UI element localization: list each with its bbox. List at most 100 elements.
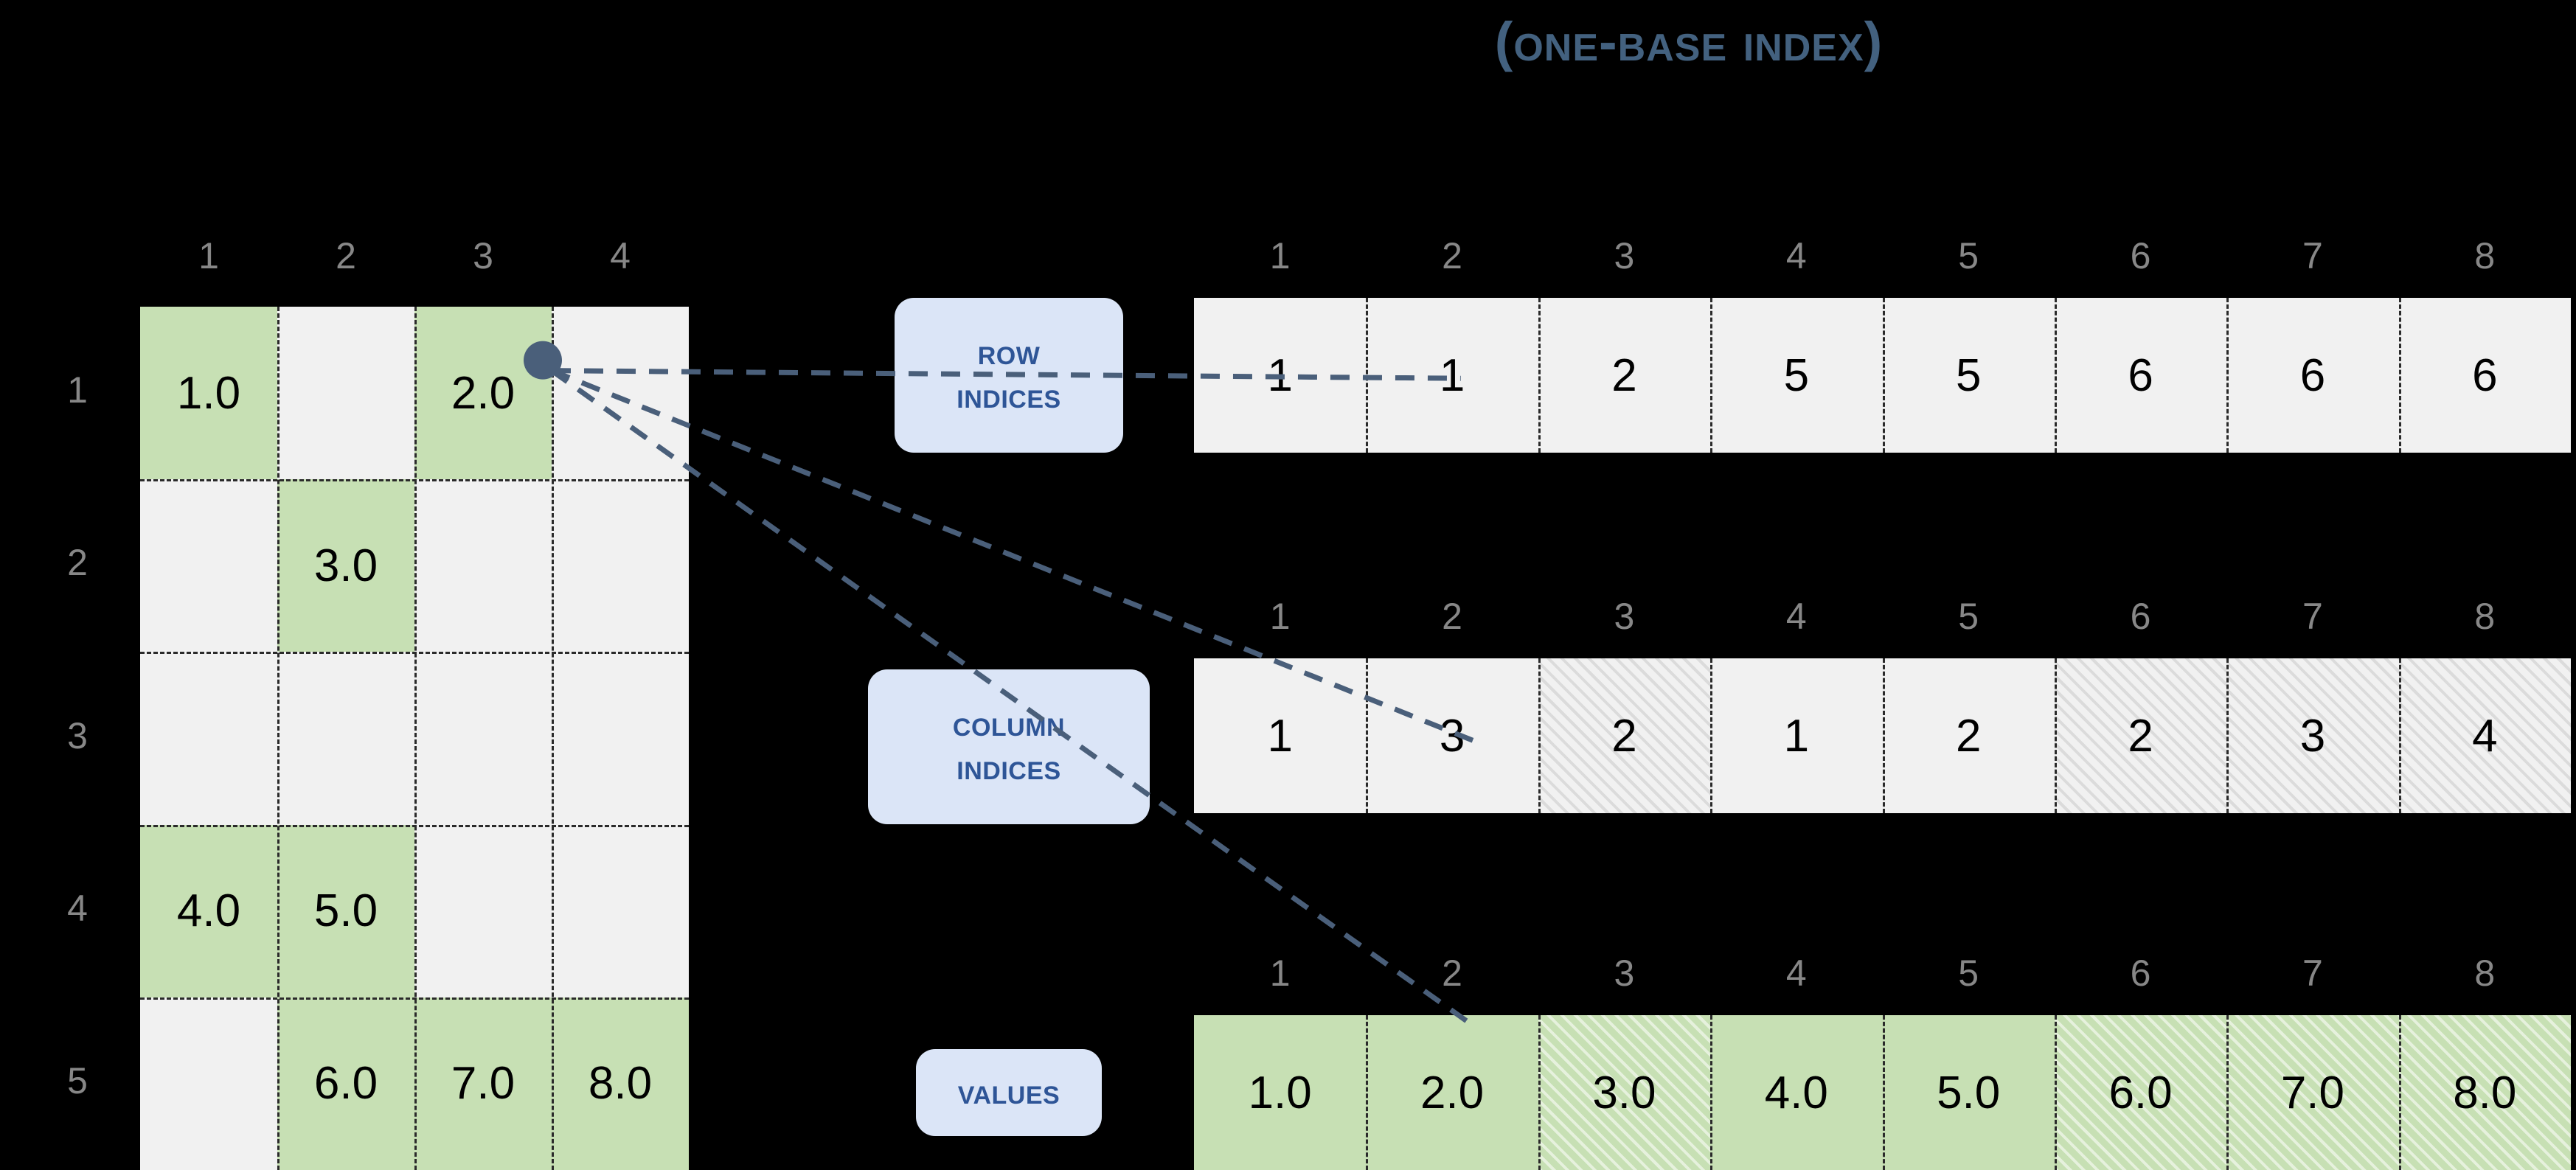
array-cell-column-indices[interactable]: 3: [1366, 658, 1538, 813]
array-cell-divider: [1366, 658, 1369, 813]
matrix-row-header-3: 3: [67, 714, 88, 756]
array-cell-column-indices[interactable]: 1: [1710, 658, 1883, 813]
array-index-header-row-indices-8: 8: [2474, 235, 2496, 276]
matrix-row-header-1: 1: [67, 369, 88, 411]
array-cell-divider: [1538, 1015, 1541, 1170]
matrix-column-divider: [277, 307, 280, 1170]
array-cell-values[interactable]: 1.0: [1194, 1015, 1367, 1170]
array-index-header-values-3: 3: [1614, 953, 1635, 994]
array-cell-values[interactable]: 3.0: [1538, 1015, 1711, 1170]
array-cell-row-indices[interactable]: 1: [1366, 298, 1538, 453]
array-index-header-row-indices-4: 4: [1785, 235, 1807, 276]
matrix-cell[interactable]: [552, 652, 689, 825]
array-index-header-column-indices-7: 7: [2302, 596, 2323, 637]
array-index-header-column-indices-6: 6: [2130, 596, 2151, 637]
array-cell-column-indices[interactable]: 2: [1538, 658, 1711, 813]
matrix-cell[interactable]: [552, 479, 689, 652]
array-cell-divider: [1366, 1015, 1369, 1170]
matrix-cell[interactable]: [414, 652, 552, 825]
array-cell-column-indices[interactable]: 2: [2054, 658, 2227, 813]
array-label-values[interactable]: Values: [916, 1049, 1102, 1136]
array-cell-divider: [2054, 658, 2057, 813]
array-cell-row-indices[interactable]: 6: [2054, 298, 2227, 453]
matrix-column-header-1: 1: [198, 235, 219, 276]
array-cell-divider: [2398, 658, 2401, 813]
array-label-column-indices[interactable]: ColumnIndices: [868, 669, 1150, 824]
array-index-header-row-indices-3: 3: [1614, 235, 1635, 276]
matrix-cell[interactable]: 2.0: [414, 307, 552, 480]
array-cell-column-indices[interactable]: 2: [1882, 658, 2055, 813]
array-index-header-row-indices-6: 6: [2130, 235, 2151, 276]
array-cell-values[interactable]: 7.0: [2226, 1015, 2399, 1170]
array-cell-values[interactable]: 2.0: [1366, 1015, 1538, 1170]
array-cell-divider: [1882, 658, 1885, 813]
array-cell-row-indices[interactable]: 6: [2398, 298, 2571, 453]
matrix-cell[interactable]: 1.0: [140, 307, 277, 480]
array-label-line: Values: [957, 1072, 1060, 1112]
array-cell-values[interactable]: 8.0: [2398, 1015, 2571, 1170]
array-cell-divider: [1366, 298, 1369, 453]
array-index-header-row-indices-1: 1: [1269, 235, 1291, 276]
array-cell-divider: [2226, 658, 2229, 813]
array-cell-divider: [2054, 298, 2057, 453]
array-cell-divider: [2398, 1015, 2401, 1170]
array-index-header-row-indices-2: 2: [1442, 235, 1462, 276]
array-cell-row-indices[interactable]: 5: [1710, 298, 1883, 453]
array-cell-values[interactable]: 4.0: [1710, 1015, 1883, 1170]
array-cell-divider: [1882, 298, 1885, 453]
array-cell-row-indices[interactable]: 6: [2226, 298, 2399, 453]
array-cell-divider: [1710, 298, 1713, 453]
array-cell-divider: [2226, 1015, 2229, 1170]
matrix-row-divider: [140, 997, 689, 1000]
array-label-line: Column: [952, 705, 1066, 745]
array-cell-values[interactable]: 6.0: [2054, 1015, 2227, 1170]
matrix-cell[interactable]: 5.0: [277, 824, 414, 997]
array-cell-divider: [1538, 298, 1541, 453]
matrix-cell[interactable]: 3.0: [277, 479, 414, 652]
matrix-cell[interactable]: [414, 479, 552, 652]
matrix-cell[interactable]: [140, 479, 277, 652]
array-index-header-column-indices-1: 1: [1269, 596, 1291, 637]
matrix-column-header-2: 2: [336, 235, 356, 276]
matrix-cell[interactable]: [552, 307, 689, 480]
matrix-column-divider: [414, 307, 417, 1170]
array-cell-divider: [1882, 1015, 1885, 1170]
matrix-cell[interactable]: 6.0: [277, 997, 414, 1170]
matrix-row-divider: [140, 824, 689, 827]
array-index-header-row-indices-5: 5: [1958, 235, 1979, 276]
matrix-column-header-3: 3: [473, 235, 493, 276]
matrix-cell[interactable]: [140, 652, 277, 825]
matrix-cell[interactable]: [277, 307, 414, 480]
matrix-cell[interactable]: [414, 824, 552, 997]
array-cell-column-indices[interactable]: 1: [1194, 658, 1367, 813]
matrix-row-header-4: 4: [67, 887, 88, 929]
array-index-header-column-indices-5: 5: [1958, 596, 1979, 637]
matrix-column-divider: [552, 307, 554, 1170]
matrix-cell[interactable]: [140, 997, 277, 1170]
array-cell-column-indices[interactable]: 4: [2398, 658, 2571, 813]
page-title: (One-Base Index): [1494, 11, 1884, 72]
array-cell-divider: [1710, 658, 1713, 813]
array-cell-row-indices[interactable]: 1: [1194, 298, 1367, 453]
array-index-header-values-5: 5: [1958, 953, 1979, 994]
matrix-cell[interactable]: [552, 824, 689, 997]
matrix-cell[interactable]: 8.0: [552, 997, 689, 1170]
array-cell-row-indices[interactable]: 5: [1882, 298, 2055, 453]
array-index-header-column-indices-4: 4: [1785, 596, 1807, 637]
array-cell-divider: [1538, 658, 1541, 813]
matrix-column-header-4: 4: [610, 235, 631, 276]
array-cell-row-indices[interactable]: 2: [1538, 298, 1711, 453]
array-label-row-indices[interactable]: RowIndices: [895, 298, 1123, 453]
matrix-cell[interactable]: [277, 652, 414, 825]
array-cell-divider: [2398, 298, 2401, 453]
array-index-header-column-indices-8: 8: [2474, 596, 2496, 637]
array-cell-values[interactable]: 5.0: [1882, 1015, 2055, 1170]
matrix-row-divider: [140, 652, 689, 655]
array-cell-divider: [1710, 1015, 1713, 1170]
array-index-header-values-2: 2: [1442, 953, 1462, 994]
array-cell-divider: [2054, 1015, 2057, 1170]
matrix-cell[interactable]: 4.0: [140, 824, 277, 997]
matrix-cell[interactable]: 7.0: [414, 997, 552, 1170]
array-cell-column-indices[interactable]: 3: [2226, 658, 2399, 813]
